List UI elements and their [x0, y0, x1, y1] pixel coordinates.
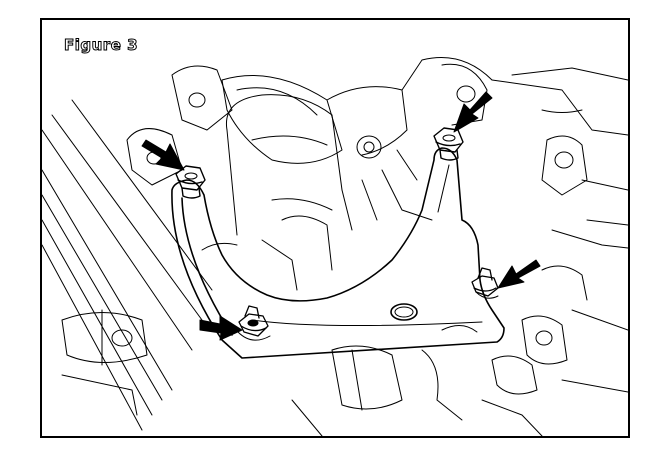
bolt-left [175, 165, 206, 199]
arrow-icon [199, 315, 243, 341]
arrow-icon [141, 139, 185, 171]
nut-bottom-left [237, 305, 271, 341]
mechanical-illustration [42, 57, 628, 436]
nut-right [471, 267, 499, 299]
figure-caption: Figure 3 [63, 36, 139, 55]
housing-background [42, 57, 628, 436]
bolt-top [433, 127, 464, 161]
arrow-icon [453, 91, 493, 133]
figure-frame: Figure 3 [40, 18, 630, 438]
arrow-icon [497, 259, 541, 289]
